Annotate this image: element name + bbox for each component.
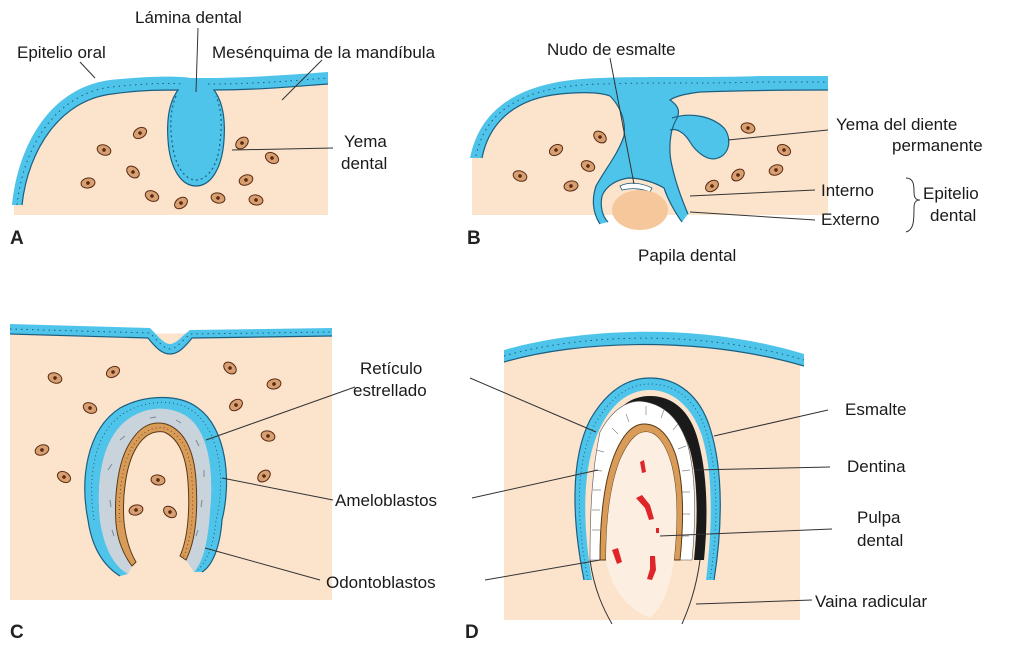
label-epitelio-oral: Epitelio oral bbox=[17, 43, 106, 62]
panel-b: Nudo de esmalte Yema del diente permanen… bbox=[467, 40, 983, 265]
label-epitelio: Epitelio bbox=[923, 184, 979, 203]
label-vaina-radicular: Vaina radicular bbox=[815, 592, 927, 611]
label-interno: Interno bbox=[821, 181, 874, 200]
label-reticulo-line1: Retículo bbox=[360, 359, 422, 378]
label-dentina: Dentina bbox=[847, 457, 906, 476]
label-nudo-de-esmalte: Nudo de esmalte bbox=[547, 40, 676, 59]
label-odontoblastos: Odontoblastos bbox=[326, 573, 436, 592]
label-pulpa-line1: Pulpa bbox=[857, 508, 901, 527]
panel-letter-c: C bbox=[10, 622, 24, 643]
label-lamina-dental: Lámina dental bbox=[135, 8, 242, 27]
mandible-mesenchyme-c bbox=[10, 332, 332, 600]
label-yema-dental-line2: dental bbox=[341, 154, 387, 173]
label-papila-dental: Papila dental bbox=[638, 246, 736, 265]
label-mesenquima: Mesénquima de la mandíbula bbox=[212, 43, 436, 62]
label-reticulo-line2: estrellado bbox=[353, 381, 427, 400]
label-ameloblastos: Ameloblastos bbox=[335, 491, 437, 510]
label-externo: Externo bbox=[821, 210, 880, 229]
label-esmalte: Esmalte bbox=[845, 400, 906, 419]
panel-letter-b: B bbox=[467, 228, 481, 249]
panel-letter-a: A bbox=[10, 228, 24, 249]
panel-letter-d: D bbox=[465, 622, 479, 643]
label-pulpa-line2: dental bbox=[857, 531, 903, 550]
panel-d: Esmalte Dentina Pulpa dental Vaina radic… bbox=[465, 332, 927, 643]
panel-a: Lámina dental Epitelio oral Mesénquima d… bbox=[10, 8, 436, 249]
panel-c: Retículo estrellado Ameloblastos Odontob… bbox=[10, 324, 437, 643]
dental-papilla-b bbox=[612, 190, 668, 230]
label-epitelio-dental: dental bbox=[930, 206, 976, 225]
label-yema-permanente-line1: Yema del diente bbox=[836, 115, 957, 134]
label-yema-dental-line1: Yema bbox=[344, 132, 387, 151]
label-yema-permanente-line2: permanente bbox=[892, 136, 983, 155]
